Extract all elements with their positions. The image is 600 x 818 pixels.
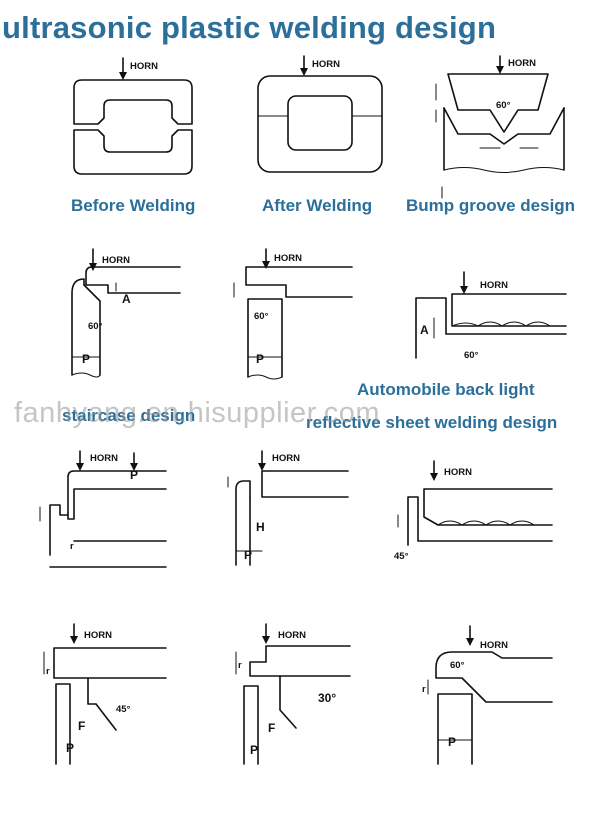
caption-reflective-sheet: reflective sheet welding design (306, 413, 558, 432)
radius-label: r (422, 684, 426, 695)
horn-label: HORN (130, 61, 158, 72)
horn-label: HORN (274, 253, 302, 264)
radius-label: r (46, 666, 50, 677)
staircase-diagram: HORN A 60° P (71, 248, 181, 378)
chamfer-joint-diagram: HORN r 60° P (422, 625, 553, 765)
after-welding-diagram: HORN (257, 55, 383, 173)
dimension-p-label: P (448, 735, 456, 749)
angle-label: 60° (254, 311, 269, 322)
horn-label: HORN (312, 59, 340, 70)
horn-label: HORN (508, 58, 536, 69)
shear-joint-diagram: HORN P r (39, 450, 167, 568)
caption-bump-groove: Bump groove design (406, 196, 576, 215)
bump-groove-diagram: HORN 60° (435, 55, 565, 199)
angled-shear-joint-diagram: HORN r F 30° P (235, 623, 351, 765)
angle-label: 60° (496, 100, 511, 111)
caption-after-welding: After Welding (262, 196, 373, 215)
radius-label: r (238, 660, 242, 671)
horn-label: HORN (480, 280, 508, 291)
horn-label: HORN (278, 630, 306, 641)
automobile-back-light-diagram: HORN A 60° (415, 271, 567, 361)
horn-label: HORN (90, 453, 118, 464)
dimension-p-label: P (250, 743, 258, 757)
caption-automobile-back-light: Automobile back light (357, 380, 535, 399)
horn-label: HORN (480, 640, 508, 651)
dimension-f-label: F (78, 719, 85, 733)
watermark: fanhyang.en.hisupplier.com (14, 397, 381, 429)
corner-joint-diagram: HORN r F 45° P (43, 623, 167, 765)
caption-before-welding: Before Welding (71, 196, 196, 215)
horn-label: HORN (84, 630, 112, 641)
radius-label: r (70, 541, 74, 552)
angle-label: 45° (394, 551, 409, 562)
angle-label: 60° (450, 660, 465, 671)
dimension-f-label: F (268, 721, 275, 735)
dimension-h-label: H (256, 520, 265, 534)
page-title: ultrasonic plastic welding design (2, 10, 497, 45)
dimension-p-label: P (256, 352, 264, 366)
before-welding-diagram: HORN (73, 57, 193, 175)
horn-label: HORN (102, 255, 130, 266)
dimension-a-label: A (122, 292, 131, 306)
step-joint-diagram: HORN 60° P (233, 248, 353, 380)
caption-staircase: staircase design (62, 406, 196, 425)
reflective-sheet-diagram: HORN 45° (394, 460, 553, 562)
dimension-p-label: P (82, 352, 90, 366)
interference-joint-diagram: HORN H P (227, 450, 349, 566)
angle-label: 60° (88, 321, 103, 332)
dimension-a-label: A (420, 323, 429, 337)
angle-label: 45° (116, 704, 131, 715)
angle-label: 30° (318, 691, 336, 705)
dimension-p-label: P (130, 468, 138, 482)
dimension-p-label: P (66, 741, 74, 755)
dimension-p-label: P (244, 548, 252, 562)
horn-label: HORN (272, 453, 300, 464)
horn-label: HORN (444, 467, 472, 478)
angle-label: 60° (464, 350, 479, 361)
